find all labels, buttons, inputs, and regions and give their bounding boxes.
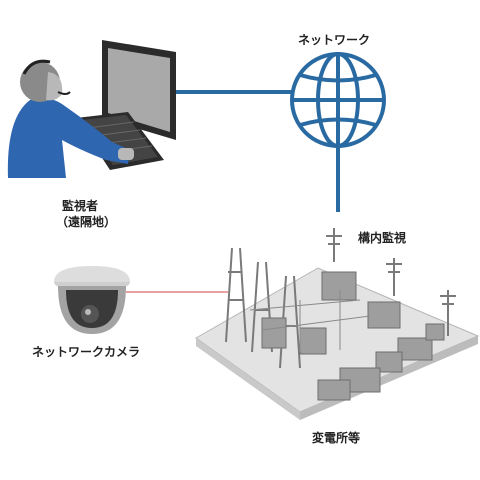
operator-location-label: （遠隔地） (56, 215, 117, 229)
substation-icon (195, 228, 480, 420)
computer-icon (76, 40, 176, 170)
camera-label: ネットワークカメラ (32, 345, 141, 359)
substation-label: 変電所等 (312, 431, 361, 445)
onsite-monitoring-label: 構内監視 (358, 231, 407, 245)
globe-icon (290, 52, 386, 148)
operator-label: 監視者 (62, 199, 99, 213)
operator-icon (7, 59, 134, 178)
dome-camera-icon (54, 266, 130, 334)
network-label: ネットワーク (298, 33, 371, 47)
